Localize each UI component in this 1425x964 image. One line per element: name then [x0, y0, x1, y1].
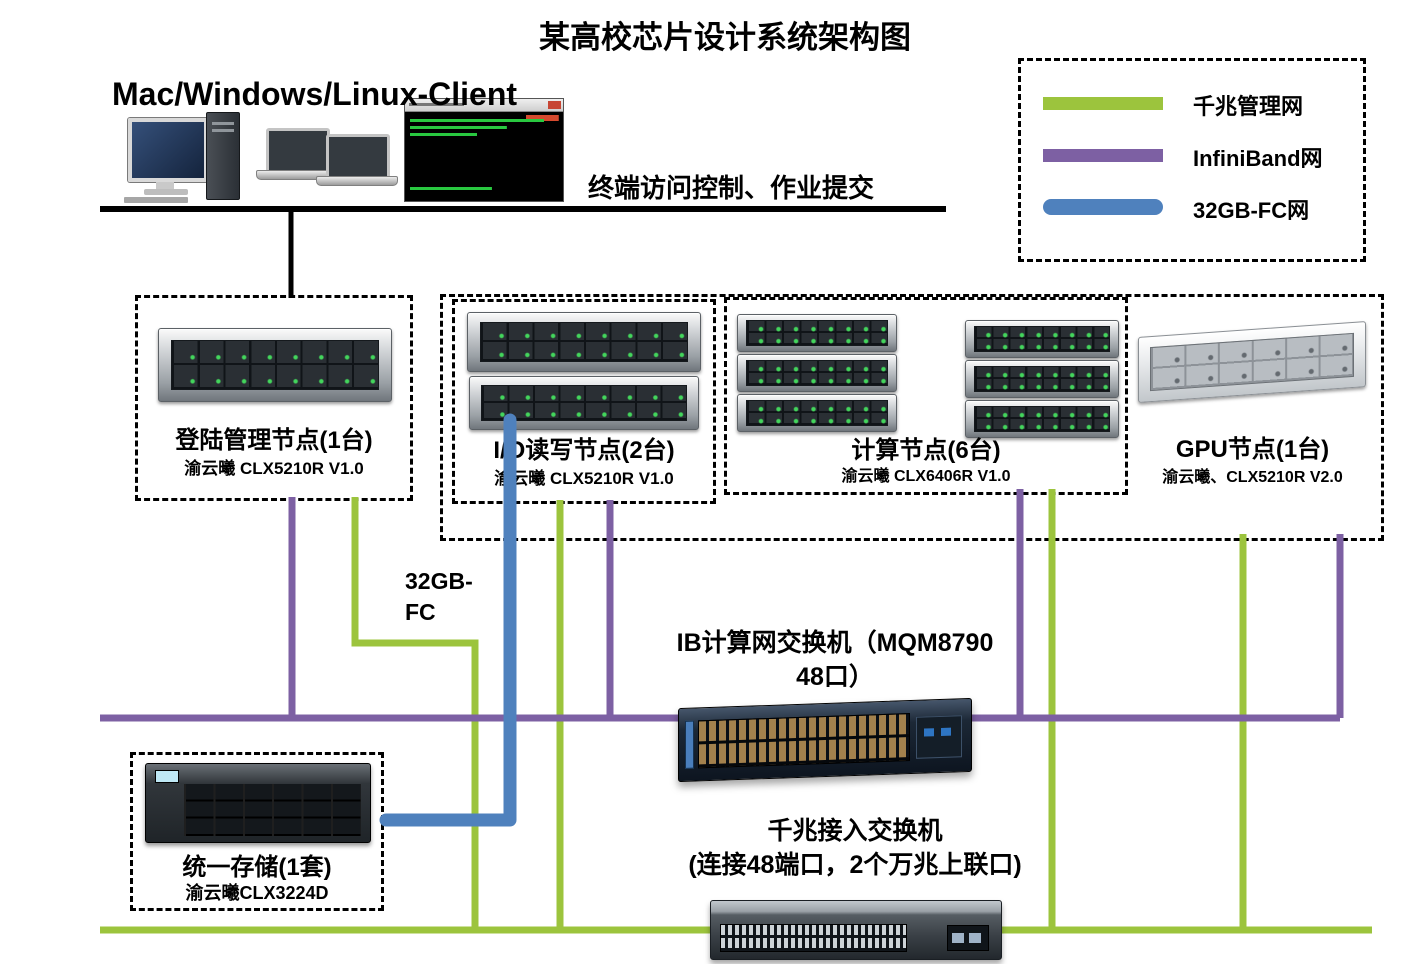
page-title: 某高校芯片设计系统架构图: [539, 20, 911, 55]
fc-link-label-line2: FC: [405, 599, 436, 625]
terminal-output: [410, 115, 559, 196]
legend-swatch-infiniband: [1043, 149, 1163, 162]
io-node-title: I/O读写节点(2台): [493, 437, 675, 464]
keyboard-icon: [124, 197, 188, 203]
desktop-monitor-icon: [128, 118, 208, 182]
gpu-server-image: [1138, 321, 1366, 403]
gpu-node-model: 渝云曦、CLX5210R V2.0: [1162, 469, 1343, 486]
legend-label-infiniband: InfiniBand网: [1193, 146, 1323, 171]
compute-node-title: 计算节点(6台): [851, 437, 1001, 464]
gpu-node-title: GPU节点(1台): [1175, 436, 1330, 463]
compute-server-image: [965, 360, 1119, 398]
compute-server-image: [737, 354, 897, 392]
ib-switch-label-line1: IB计算网交换机（MQM8790: [676, 629, 994, 657]
compute-node-model: 渝云曦 CLX6406R V1.0: [841, 468, 1011, 485]
io-node-model: 渝云曦 CLX5210R V1.0: [494, 469, 674, 488]
access-switch-label: 千兆接入交换机 (连接48端口，2个万兆上联口): [635, 814, 1075, 882]
login-server-image: [158, 328, 392, 402]
login-node-title: 登陆管理节点(1台): [175, 427, 373, 454]
io-server-image: [469, 376, 699, 430]
ib-switch-image: [678, 697, 972, 783]
gpu-node-area: GPU节点(1台) 渝云曦、CLX5210R V2.0: [1130, 299, 1375, 530]
terminal-titlebar: [405, 99, 563, 112]
compute-server-image: [965, 320, 1119, 358]
compute-server-image: [737, 394, 897, 432]
laptop-screen-icon: [266, 128, 330, 175]
ib-switch-label: IB计算网交换机（MQM8790 48口）: [615, 626, 1055, 694]
terminal-window-icon: [404, 98, 564, 202]
client-bus-lines: [100, 206, 946, 298]
client-os-label: Mac/Windows/Linux-Client: [112, 76, 518, 112]
compute-server-image: [737, 314, 897, 352]
laptop-screen-icon: [326, 134, 390, 181]
access-switch-uplink-ports: [946, 925, 990, 951]
ib-switch-mgmt-panel: [916, 715, 963, 759]
legend-label-fc: 32GB-FC网: [1193, 198, 1310, 223]
login-node-box: 登陆管理节点(1台) 渝云曦 CLX5210R V1.0: [135, 295, 413, 501]
legend-label-gigabit: 千兆管理网: [1193, 94, 1304, 119]
access-switch-image: [710, 900, 1002, 960]
ib-switch-label-line2: 48口）: [796, 663, 874, 691]
access-switch-label-line2: (连接48端口，2个万兆上联口): [688, 851, 1022, 879]
storage-node-box: 统一存储(1套) 渝云曦CLX3224D: [130, 752, 384, 911]
fc-link-label: 32GB- FC: [405, 566, 473, 628]
login-node-model: 渝云曦 CLX5210R V1.0: [184, 459, 364, 478]
storage-node-model: 渝云曦CLX3224D: [185, 883, 329, 903]
compute-node-box: 计算节点(6台) 渝云曦 CLX6406R V1.0: [724, 297, 1128, 495]
legend-swatch-fc: [1043, 199, 1163, 215]
access-switch-ports: [719, 924, 908, 952]
laptop-base-icon: [316, 176, 398, 186]
fc-link-label-line1: 32GB-: [405, 568, 473, 594]
legend-swatch-gigabit: [1043, 97, 1163, 110]
client-caption: 终端访问控制、作业提交: [587, 173, 874, 203]
legend-box: 千兆管理网 InfiniBand网 32GB-FC网: [1018, 58, 1366, 262]
monitor-base-icon: [144, 189, 188, 195]
ib-switch-ports: [697, 712, 910, 769]
io-server-image: [467, 312, 701, 372]
monitor-stand-icon: [156, 182, 174, 189]
storage-node-title: 统一存储(1套): [182, 854, 332, 881]
access-switch-label-line1: 千兆接入交换机: [767, 817, 943, 845]
storage-server-image: [145, 763, 371, 843]
compute-server-image: [965, 400, 1119, 438]
pc-tower-icon: [206, 112, 240, 200]
io-node-box: I/O读写节点(2台) 渝云曦 CLX5210R V1.0: [452, 299, 716, 504]
